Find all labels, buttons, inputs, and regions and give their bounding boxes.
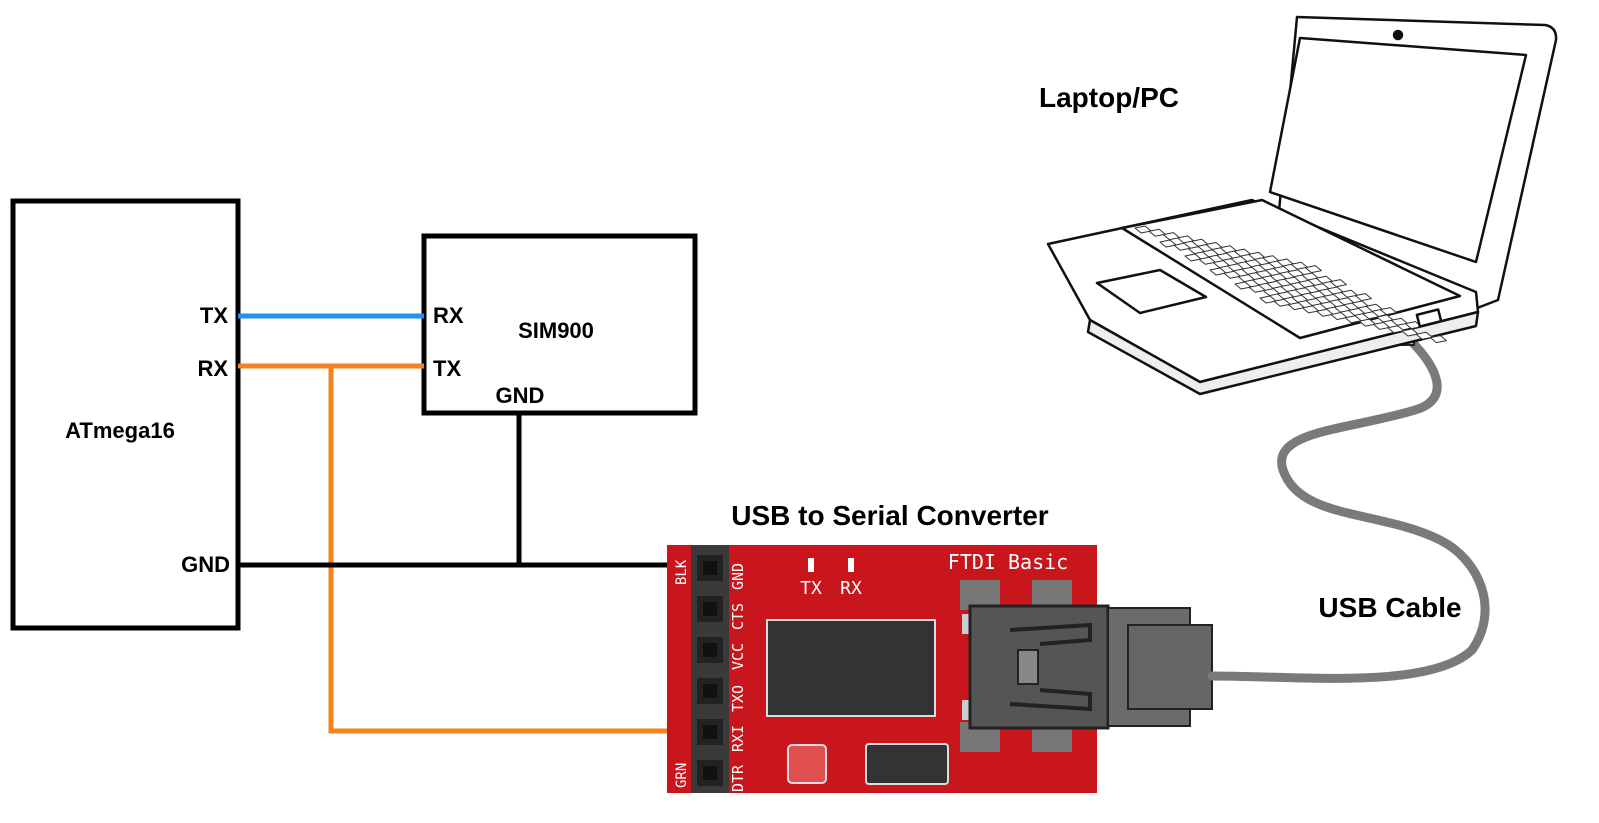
keyboard-keys [1134, 225, 1447, 344]
led-label-tx: TX [800, 578, 822, 599]
component-resonator [865, 743, 949, 785]
pin-label-vcc: VCC [729, 643, 747, 670]
keyboard-key [1354, 293, 1372, 302]
laptop-keyboard [1120, 198, 1462, 340]
laptop-label: Laptop/PC [1039, 82, 1179, 113]
converter-title: USB to Serial Converter [731, 500, 1049, 531]
sim900-gnd-pin-label: GND [496, 383, 545, 408]
pin-label-cts: CTS [729, 603, 747, 630]
keyboard-key [1379, 307, 1397, 316]
pin-header [691, 545, 729, 793]
laptop-base-edge [1086, 310, 1480, 396]
usb-cable [1207, 335, 1490, 683]
header-pin-hole [703, 602, 717, 616]
header-pin-hole [703, 561, 717, 575]
sim900-tx-pin-label: TX [433, 356, 461, 381]
keyboard-key [1429, 335, 1447, 344]
usb-cable-label: USB Cable [1318, 592, 1461, 623]
usb-tab [962, 614, 970, 634]
ftdi-chip [766, 619, 936, 717]
header-pin-hole [703, 725, 717, 739]
ftdi-board: BLK GRN GND CTS VCC TXO RXI DTR TX RX FT… [667, 545, 1213, 793]
keyboard-key [1329, 279, 1347, 288]
webcam-icon [1392, 29, 1404, 41]
tx-led [808, 558, 814, 572]
usb-socket-detail [1009, 622, 1092, 712]
pin-label-dtr: DTR [729, 764, 747, 792]
atmega16-label: ATmega16 [65, 418, 175, 443]
atmega-rx-pin-label: RX [197, 356, 228, 381]
rx-to-converter-wire [328, 366, 712, 734]
pin-label-gnd: GND [729, 563, 747, 590]
sim900-rx-pin-label: RX [433, 303, 464, 328]
atmega16-block [10, 198, 241, 631]
laptop-usb-port [1415, 308, 1443, 328]
led-label-rx: RX [840, 578, 862, 599]
sim900-label: SIM900 [518, 318, 594, 343]
header-pin-hole [703, 766, 717, 780]
sim900-block [421, 233, 698, 416]
rx-led [848, 558, 854, 572]
component-pad [787, 744, 827, 784]
laptop-touchpad [1095, 268, 1208, 315]
pin-label-txo: TXO [729, 685, 747, 712]
laptop-screen [1268, 36, 1528, 264]
keyboard-key [1304, 265, 1322, 274]
atmega-gnd-pin-label: GND [181, 552, 230, 577]
pin-label-rxi: RXI [729, 725, 747, 752]
atmega-tx-pin-label: TX [200, 303, 228, 328]
usb-plug-end [1127, 624, 1213, 710]
usb-socket-detail [1017, 649, 1039, 685]
side-label-grn: GRN [674, 763, 690, 788]
laptop-illustration [1046, 15, 1558, 396]
header-pin-hole [703, 684, 717, 698]
usb-tab [962, 700, 970, 720]
header-pins [697, 555, 723, 786]
board-label: FTDI Basic [948, 550, 1068, 574]
side-label-blk: BLK [674, 559, 690, 585]
header-pin-hole [703, 643, 717, 657]
